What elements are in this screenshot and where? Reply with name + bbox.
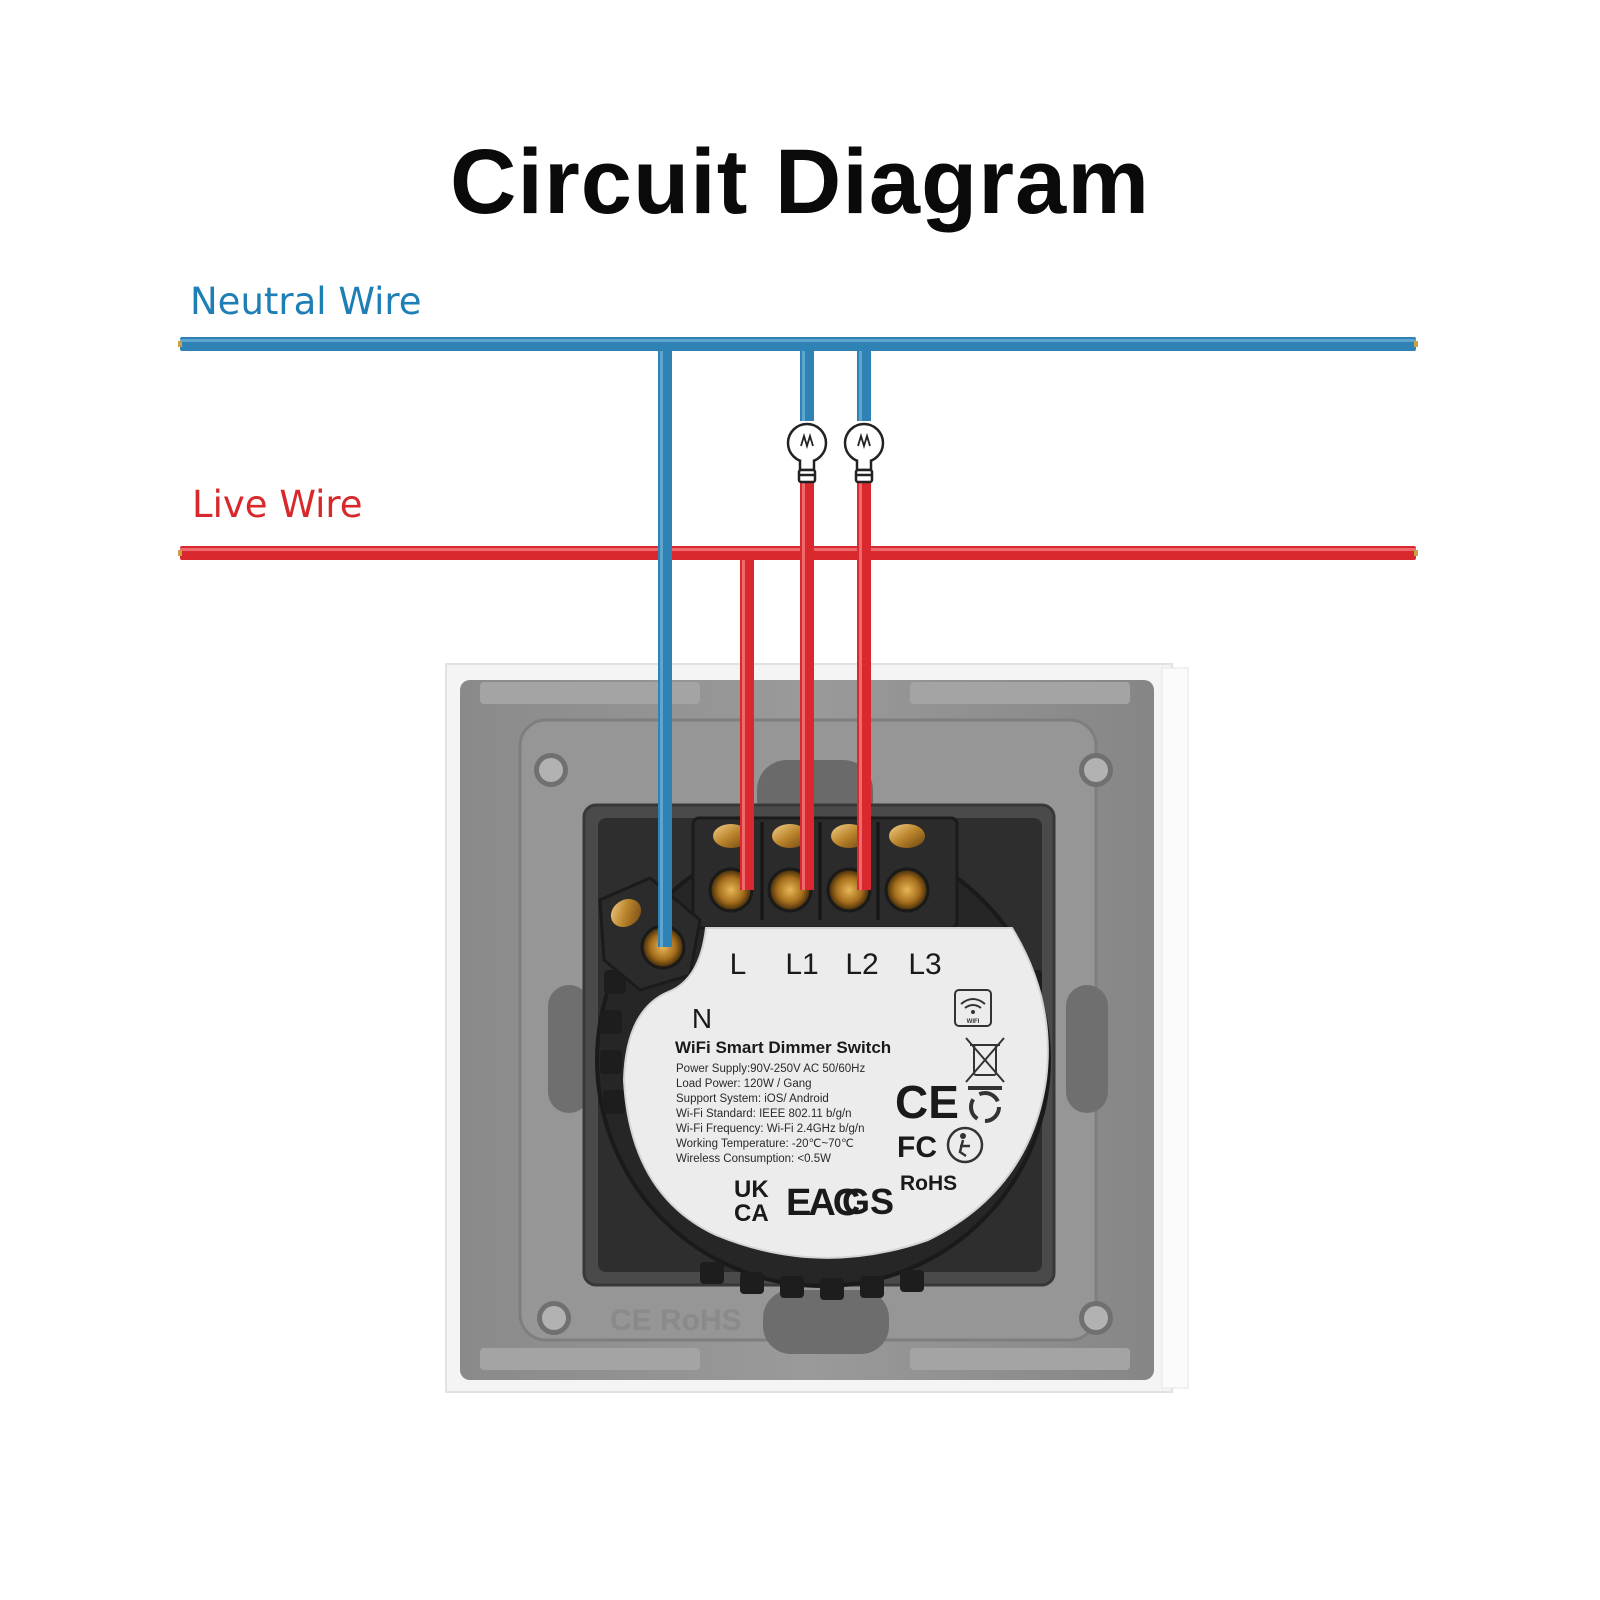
dimmer-module — [595, 816, 1051, 1300]
neutral-to-n-wire — [658, 351, 672, 947]
terminal-label-n: N — [692, 1003, 712, 1034]
spec-line: Wireless Consumption: <0.5W — [676, 1153, 831, 1165]
spec-line: Wi-Fi Frequency: Wi-Fi 2.4GHz b/g/n — [676, 1123, 865, 1135]
terminal-label-l1: L1 — [785, 948, 818, 981]
device-name: WiFi Smart Dimmer Switch — [675, 1038, 891, 1057]
wifi-icon: WIFI — [954, 989, 992, 1027]
live-to-l-wire — [740, 560, 754, 890]
spec-line: Working Temperature: -20℃~70℃ — [676, 1138, 854, 1150]
light-bulb-icon — [843, 422, 885, 484]
spec-line: Power Supply:90V-250V AC 50/60Hz — [676, 1063, 865, 1075]
spec-label — [622, 927, 1049, 1259]
svg-text:CE RoHS: CE RoHS — [610, 1304, 742, 1337]
ukca-mark-icon: UK CA — [734, 1176, 769, 1227]
tidyman-icon — [946, 1126, 984, 1164]
svg-text:GS: GS — [842, 1181, 894, 1222]
neutral-wire — [178, 337, 1418, 351]
svg-text:WIFI: WIFI — [967, 1019, 980, 1025]
fcc-mark-icon: FC — [897, 1131, 937, 1164]
terminal-label-l2: L2 — [845, 948, 878, 981]
mounting-hole-icon — [534, 753, 1113, 1335]
terminal-label-l3: L3 — [908, 948, 941, 981]
spec-line: Load Power: 120W / Gang — [676, 1078, 812, 1090]
terminal-label-l: L — [730, 948, 747, 981]
recycle-icon — [969, 1091, 1001, 1123]
ce-mark-icon: CE — [895, 1076, 959, 1128]
spec-line: Support System: iOS/ Android — [676, 1093, 829, 1105]
eac-mark-icon: EAC — [786, 1182, 860, 1224]
live-wire — [178, 546, 1418, 560]
spec-line: Wi-Fi Standard: IEEE 802.11 b/g/n — [676, 1108, 852, 1120]
rohs-mark-icon: RoHS — [900, 1172, 957, 1195]
neutral-wire-label: Neutral Wire — [190, 280, 422, 323]
light-bulb-icon — [786, 422, 828, 484]
page-title: Circuit Diagram — [449, 131, 1151, 233]
svg-text:CA: CA — [734, 1200, 769, 1227]
l1-load-wire — [800, 351, 814, 890]
l2-load-wire — [857, 351, 871, 890]
gs-mark-icon: GS — [842, 1181, 894, 1222]
weee-bin-icon — [965, 1037, 1005, 1090]
live-wire-label: Live Wire — [192, 483, 363, 526]
svg-text:UK: UK — [734, 1176, 769, 1203]
